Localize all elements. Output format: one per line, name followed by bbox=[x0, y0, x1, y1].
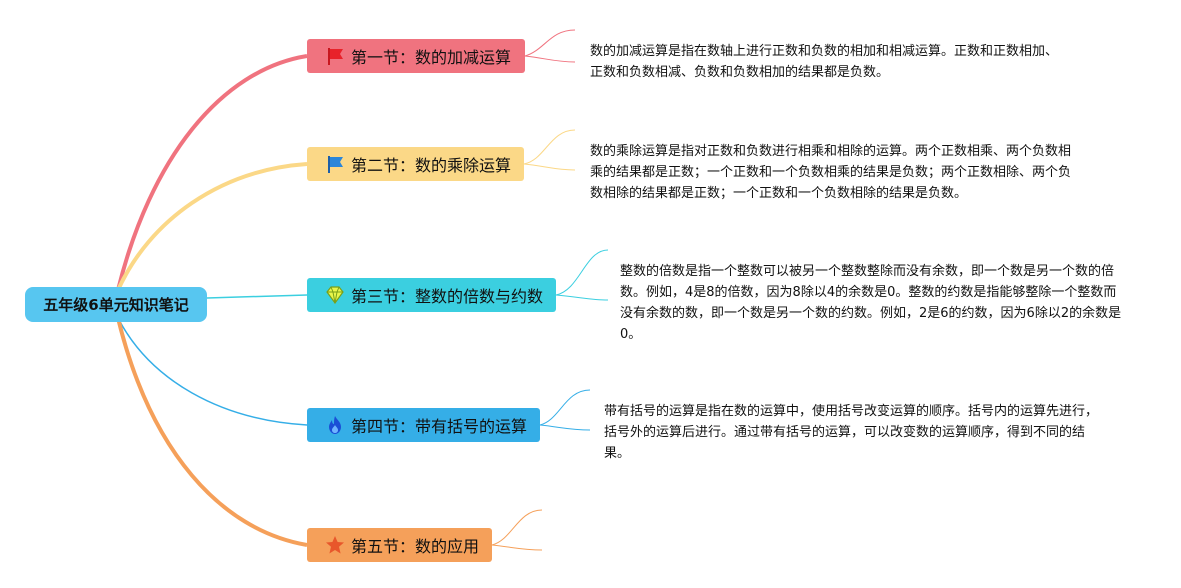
topic-label: 第五节：数的应用 bbox=[351, 537, 480, 556]
topic-label: 第三节：整数的倍数与约数 bbox=[351, 287, 544, 306]
root-topic[interactable]: 五年级6单元知识笔记 bbox=[25, 287, 207, 322]
topic-note-4: 带有括号的运算是指在数的运算中，使用括号改变运算的顺序。括号内的运算先进行，括号… bbox=[604, 404, 1099, 461]
branch-line-5 bbox=[116, 317, 308, 547]
branch-line-3 bbox=[206, 294, 308, 299]
root-title: 五年级6单元知识笔记 bbox=[43, 296, 189, 314]
branch-line-1 bbox=[116, 54, 308, 291]
topic-note-2: 数的乘除运算是指对正数和负数进行相乘和相除的运算。两个正数相乘、两个负数相乘的结… bbox=[590, 144, 1072, 201]
topic-note-3: 整数的倍数是指一个整数可以被另一个整数整除而没有余数，即一个数是另一个数的倍数。… bbox=[620, 264, 1122, 342]
red-flag-icon bbox=[325, 45, 345, 67]
topic-section-3[interactable]: 第三节：整数的倍数与约数 bbox=[307, 278, 556, 312]
branch-line-4 bbox=[117, 317, 308, 426]
topic-label: 第一节：数的加减运算 bbox=[351, 48, 512, 67]
flame-icon bbox=[325, 414, 345, 436]
topic-section-2[interactable]: 第二节：数的乘除运算 bbox=[307, 147, 524, 181]
topic-label: 第二节：数的乘除运算 bbox=[351, 156, 512, 175]
diamond-icon bbox=[325, 284, 345, 306]
blue-flag-icon bbox=[325, 153, 345, 175]
topic-note-1: 数的加减运算是指在数轴上进行正数和负数的相加和相减运算。正数和正数相加、正数和负… bbox=[590, 44, 1059, 80]
star-icon bbox=[325, 534, 345, 556]
branch-line-2 bbox=[116, 162, 308, 291]
topic-section-4[interactable]: 第四节：带有括号的运算 bbox=[307, 408, 540, 442]
topic-label: 第四节：带有括号的运算 bbox=[351, 417, 528, 436]
topic-section-1[interactable]: 第一节：数的加减运算 bbox=[307, 39, 525, 73]
topic-section-5[interactable]: 第五节：数的应用 bbox=[307, 528, 492, 562]
